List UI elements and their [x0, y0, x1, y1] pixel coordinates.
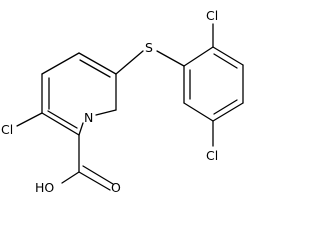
chemical-structure: Cl N S Cl Cl HO O — [1, 8, 244, 195]
atom-cl-meta: Cl — [206, 148, 218, 163]
bond-c3-cl — [16, 112, 43, 127]
bond-c2-c3 — [41, 112, 80, 136]
atom-cl-pyridine: Cl — [1, 122, 13, 137]
bond-c1p-c2p — [183, 46, 214, 67]
bond-s-c1p — [156, 50, 185, 67]
bond-c2-c3-inner — [47, 110, 78, 129]
atom-nitrogen: N — [84, 110, 93, 125]
bond-carboxyl-o — [78, 171, 111, 191]
bond-c5p-c6p — [183, 102, 214, 122]
bond-c4p-c5p — [212, 102, 244, 122]
bond-c3-c4 — [41, 52, 80, 75]
bond-c2p-c3p — [212, 46, 244, 66]
atom-sulfur: S — [145, 40, 153, 55]
atom-carbonyl-oxygen: O — [111, 180, 121, 195]
bond-c2p-c3p-inner — [213, 53, 238, 69]
pyridine-ring — [41, 52, 117, 136]
bond-c4-c5-inner — [79, 59, 111, 78]
bond-c6-s — [115, 50, 144, 75]
bond-c6-n — [95, 109, 117, 116]
bond-carboxyl-oh — [61, 171, 80, 184]
bond-c4p-c5p-inner — [213, 99, 238, 115]
bond-carboxyl-o-double — [82, 165, 114, 185]
bond-n-c2 — [78, 122, 84, 136]
atom-hydroxyl: HO — [35, 180, 54, 195]
bond-c4-c5 — [78, 52, 117, 75]
dichlorophenyl-ring — [156, 46, 244, 122]
atom-cl-ortho: Cl — [206, 8, 218, 23]
